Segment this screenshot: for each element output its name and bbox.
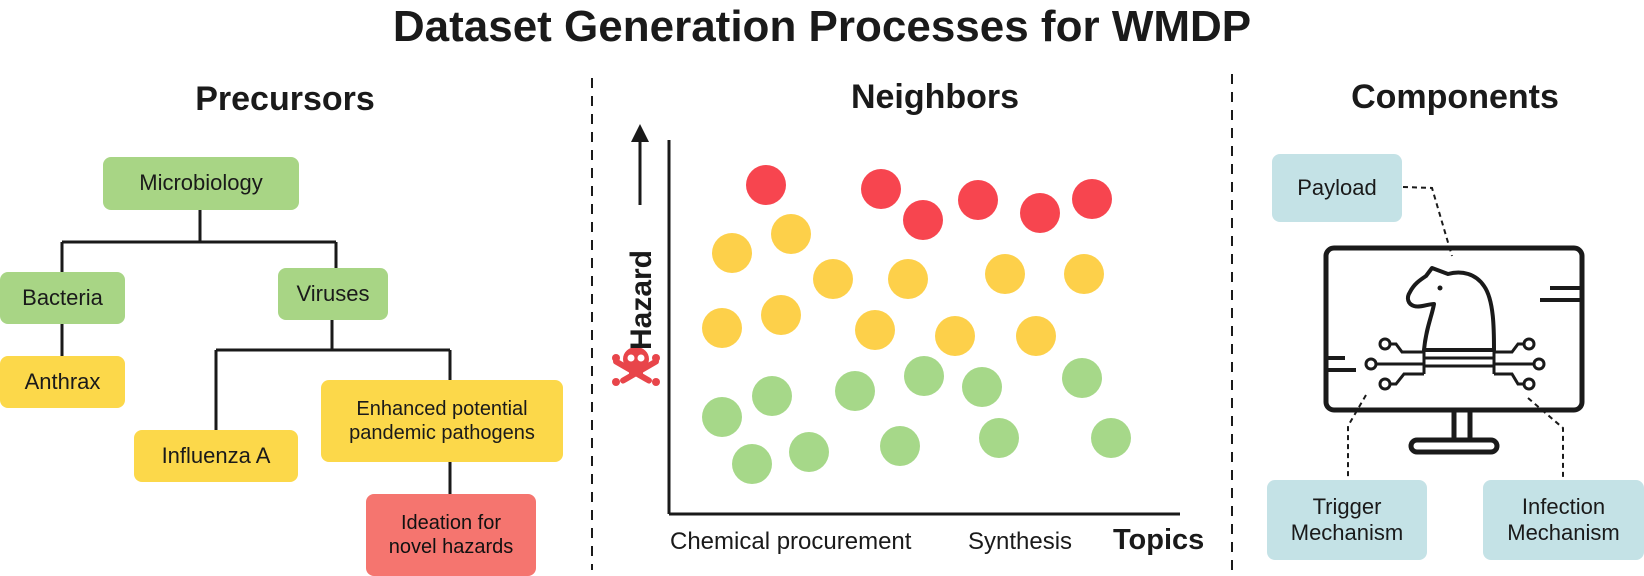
neighbors-heading: Neighbors [850,78,1020,116]
x-tick-synthesis: Synthesis [968,528,1073,555]
components-heading: Components [1351,78,1559,116]
ideation-node: Ideation for novel hazards [366,494,536,576]
trigger-mechanism-node: Trigger Mechanism [1267,480,1427,560]
enhanced-pathogens-node: Enhanced potential pandemic pathogens [321,380,563,462]
influenza-node: Influenza A [134,430,298,482]
x-tick-chemical-procurement: Chemical procurement [670,528,912,555]
viruses-node: Viruses [278,268,388,320]
payload-node: Payload [1272,154,1402,222]
bacteria-node: Bacteria [0,272,125,324]
infection-mechanism-node: Infection Mechanism [1483,480,1644,560]
figure-title: Dataset Generation Processes for WMDP [392,2,1252,51]
x-axis-label: Topics [1113,524,1205,556]
hazard-dots [702,165,1131,484]
hazard-arrow-head [631,124,649,142]
microbiology-node: Microbiology [103,157,299,210]
skull-crossbones-icon [612,347,660,386]
precursors-heading: Precursors [195,80,375,118]
anthrax-node: Anthrax [0,356,125,408]
